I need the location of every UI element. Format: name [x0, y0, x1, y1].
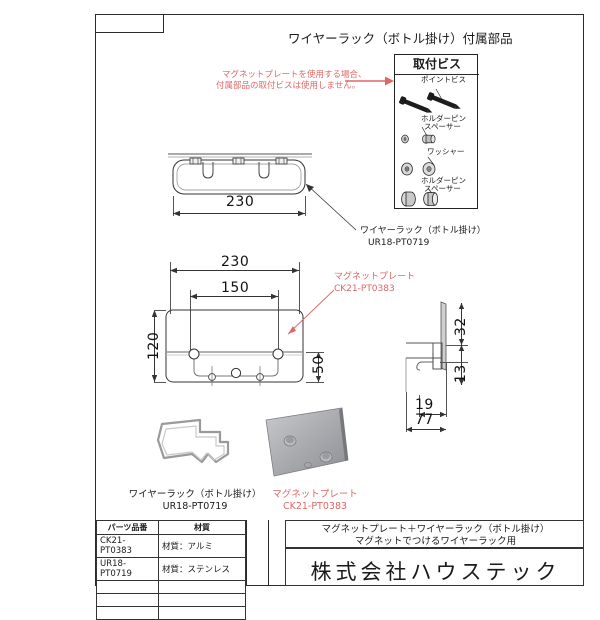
- company-name: 株式会社ハウステック: [310, 560, 561, 584]
- title-block-product: マグネットプレート＋ワイヤーラック（ボトル掛け） マグネットでつけるワイヤーラッ…: [285, 520, 584, 548]
- main-view-callout-leader-icon: [287, 289, 335, 335]
- table-row: UR18-PT0719 材質：ステンレス: [96, 557, 246, 581]
- top-view-leader-icon: [305, 183, 357, 231]
- spec-table: パーツ品番 材質 CK21-PT0383 材質：アルミ UR18-PT0719 …: [96, 520, 246, 620]
- top-view-callout-line1: ワイヤーラック（ボトル掛け）: [360, 226, 486, 236]
- side-view-depth-dim: 77: [415, 412, 434, 428]
- main-view-callout-line2: CK21-PT0383: [334, 284, 395, 294]
- revision-box: [95, 14, 164, 33]
- side-view-top-dim: 32: [453, 317, 469, 336]
- main-view-callout-line1: マグネットプレート: [334, 272, 416, 282]
- spec-cell-part-1: UR18-PT0719: [96, 557, 159, 581]
- title-block-product-line1: マグネットプレート＋ワイヤーラック（ボトル掛け）: [321, 524, 550, 535]
- photo-caption-0-line1: ワイヤーラック（ボトル掛け）: [128, 489, 262, 500]
- spec-cell-part-0: CK21-PT0383: [96, 534, 159, 558]
- main-view-body: [165, 309, 304, 386]
- warning-arrow-icon: [345, 76, 394, 86]
- title-block-company: 株式会社ハウステック: [285, 548, 584, 586]
- main-view-pitch-dim: 150: [221, 280, 250, 296]
- top-view-callout-line2: UR18-PT0719: [368, 238, 430, 248]
- magnet-plate-photo: [265, 407, 349, 477]
- table-row: [96, 606, 246, 620]
- parts-item-label-1b: スペーサー: [424, 122, 461, 131]
- main-view-50-arrows: [315, 352, 322, 382]
- side-view-mid-dim: 13: [453, 364, 469, 383]
- spec-cell-part-4: [96, 606, 159, 620]
- screw-icon: [399, 88, 461, 113]
- parts-box-title: 取付ビス: [412, 57, 461, 71]
- title-block-product-line2: マグネットでつけるワイヤーラック用: [354, 536, 517, 547]
- spec-cell-part-3: [96, 593, 159, 607]
- top-view-width-dim: 230: [226, 194, 255, 210]
- top-view-dim-arrows: [173, 210, 305, 217]
- spec-cell-material-4: [158, 606, 246, 620]
- pin-spacer-large-icon: [401, 187, 439, 207]
- parts-item-label-1a: ホルダーピン: [421, 114, 466, 123]
- main-view-overall-width-dim: 230: [221, 254, 250, 270]
- spec-table-header-row: パーツ品番 材質: [96, 520, 246, 535]
- side-view-inner-dim: 19: [415, 397, 434, 413]
- side-view-77-arrows: [406, 426, 446, 433]
- main-view-150-arrows: [190, 293, 278, 300]
- drawing-sheet: ワイヤーラック（ボトル掛け）付属部品 マグネットプレートを使用する場合、 付属部…: [95, 14, 584, 620]
- side-view-13-arrows: [458, 345, 465, 385]
- photo-caption-1-line2: CK21-PT0383: [282, 501, 348, 512]
- main-view-height-dim: 120: [146, 331, 162, 360]
- parts-item-label-3b: スペーサー: [424, 184, 461, 193]
- sheet-title: ワイヤーラック（ボトル掛け）付属部品: [288, 31, 513, 46]
- spec-cell-part-2: [96, 580, 159, 594]
- table-row: [96, 593, 246, 607]
- parts-item-label-2: ワッシャー: [427, 147, 465, 156]
- spec-cell-material-3: [158, 593, 246, 607]
- washer-icon: [401, 156, 436, 176]
- warning-note-line1: マグネットプレートを使用する場合、: [222, 70, 367, 80]
- table-row: [96, 580, 246, 594]
- parts-item-label-0: ポイントビス: [421, 75, 466, 84]
- spec-col-header-1: 材質: [158, 520, 246, 535]
- spec-cell-material-1: 材質：ステンレス: [158, 557, 246, 581]
- main-view-230-arrows: [170, 267, 299, 274]
- spec-cell-material-0: 材質：アルミ: [158, 534, 246, 558]
- wire-rack-top-view: [168, 153, 312, 195]
- side-view-32-arrows: [458, 303, 465, 345]
- warning-note-line2: 付属部品の取付ビスは使用しません。: [216, 81, 361, 91]
- photo-caption-1-line1: マグネットプレート: [272, 489, 358, 500]
- main-view-lower-dim: 50: [311, 355, 327, 374]
- pin-spacer-small-icon: [401, 126, 436, 144]
- photo-caption-0-line2: UR18-PT0719: [162, 501, 228, 512]
- main-view-120-arrows: [151, 310, 158, 382]
- wire-rack-photo: [156, 418, 230, 464]
- side-view-19-arrows: [419, 411, 446, 418]
- spec-cell-material-2: [158, 580, 246, 594]
- table-row: CK21-PT0383 材質：アルミ: [96, 534, 246, 558]
- spec-col-header-0: パーツ品番: [96, 520, 159, 535]
- parts-box: 取付ビス ポイントビス ホルダーピン スペーサー: [394, 54, 479, 209]
- parts-item-label-3a: ホルダーピン: [421, 176, 466, 185]
